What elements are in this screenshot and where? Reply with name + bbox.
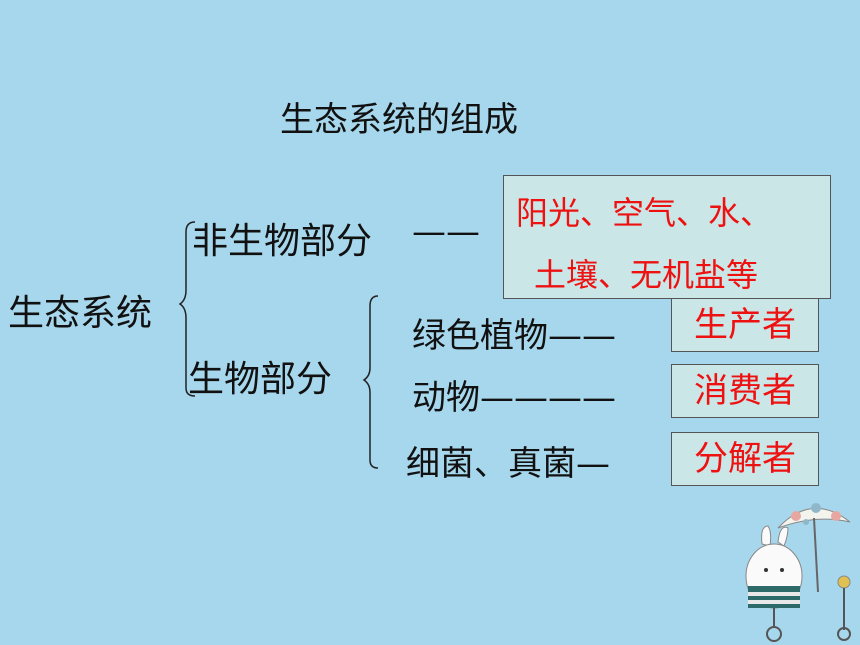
main-brace (178, 221, 196, 397)
biotic-label: 生物部分 (188, 359, 333, 400)
page-title: 生态系统的组成 (280, 100, 518, 140)
role-decomposer: 分解者 (671, 432, 819, 486)
abiotic-connector: —— (412, 212, 480, 252)
role-consumer: 消费者 (671, 364, 819, 418)
organism-plants: 绿色植物—— (412, 316, 616, 356)
biotic-brace (362, 295, 379, 469)
abiotic-items-line2: 土壤、无机盐等 (534, 256, 759, 294)
organism-bacteria-fungi: 细菌、真菌— (406, 444, 610, 484)
abiotic-items-box: 阳光、空气、水、 土壤、无机盐等 (503, 175, 831, 299)
bunny-umbrella-illustration (745, 503, 851, 642)
abiotic-items-line1: 阳光、空气、水、 (516, 194, 773, 232)
root-node: 生态系统 (8, 293, 153, 334)
abiotic-label: 非生物部分 (192, 221, 373, 262)
role-producer: 生产者 (671, 298, 819, 352)
organism-animals: 动物———— (412, 378, 616, 418)
